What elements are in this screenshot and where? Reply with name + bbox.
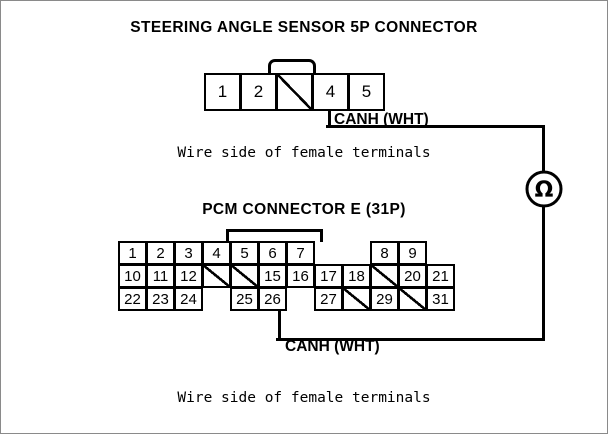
pcm-pin-cell-10: 10 xyxy=(118,264,147,288)
pcm-pin-cell-2: 2 xyxy=(146,241,175,265)
pcm-connector-caption: Wire side of female terminals xyxy=(177,390,431,406)
pcm-pin-cell-29: 29 xyxy=(370,287,399,311)
connector-latch-icon xyxy=(268,59,316,74)
pcm-wire-label-canh: CANH (WHT) xyxy=(285,338,380,355)
sensor-pin-cell-2: 2 xyxy=(240,73,277,111)
sensor-pin-cell-3-unused xyxy=(276,73,313,111)
pcm-pin-cell-6: 6 xyxy=(258,241,287,265)
pcm-pin-cell-31: 31 xyxy=(426,287,455,311)
pcm-pin-cell-17: 17 xyxy=(314,264,343,288)
sensor-wire-label-canh: CANH (WHT) xyxy=(334,111,429,128)
pcm-pin-cell-23: 23 xyxy=(146,287,175,311)
pcm-pin-cell-21: 21 xyxy=(426,264,455,288)
pcm-connector-title: PCM CONNECTOR E (31P) xyxy=(202,201,406,218)
sensor-pin-cell-1: 1 xyxy=(204,73,241,111)
pcm-pin-cell-16: 16 xyxy=(286,264,315,288)
pcm-pin-cell-8: 8 xyxy=(370,241,399,265)
sensor-wire-vertical-from-pin-4 xyxy=(328,109,331,127)
pcm-connector-latch-icon xyxy=(226,229,323,242)
pcm-pin-cell-27: 27 xyxy=(314,287,343,311)
pcm-pin-cell-1: 1 xyxy=(118,241,147,265)
pcm-pin-cell-30-unused xyxy=(398,287,427,311)
meter-wire-top xyxy=(542,125,545,172)
pcm-pin-cell-3: 3 xyxy=(174,241,203,265)
pcm-pin-cell-14-unused xyxy=(230,264,259,288)
pcm-wire-horizontal-to-meter xyxy=(276,338,544,341)
pcm-pin-cell-28-unused xyxy=(342,287,371,311)
pcm-wire-vertical-from-pin-26 xyxy=(278,309,281,339)
pcm-pin-cell-15: 15 xyxy=(258,264,287,288)
pcm-pin-cell-13-unused xyxy=(202,264,231,288)
pcm-pin-cell-4: 4 xyxy=(202,241,231,265)
sensor-connector-caption: Wire side of female terminals xyxy=(177,145,431,161)
pcm-pin-cell-25: 25 xyxy=(230,287,259,311)
pcm-pin-cell-11: 11 xyxy=(146,264,175,288)
pcm-pin-cell-7: 7 xyxy=(286,241,315,265)
sensor-wire-horizontal-to-meter xyxy=(326,125,545,128)
pcm-pin-cell-24: 24 xyxy=(174,287,203,311)
pcm-pin-cell-18: 18 xyxy=(342,264,371,288)
sensor-connector-title: STEERING ANGLE SENSOR 5P CONNECTOR xyxy=(130,19,478,36)
pcm-pin-cell-22: 22 xyxy=(118,287,147,311)
pcm-pin-cell-19-unused xyxy=(370,264,399,288)
pcm-pin-cell-20: 20 xyxy=(398,264,427,288)
pcm-pin-cell-26: 26 xyxy=(258,287,287,311)
pcm-pin-cell-5: 5 xyxy=(230,241,259,265)
pcm-pin-cell-9: 9 xyxy=(398,241,427,265)
sensor-pin-cell-4: 4 xyxy=(312,73,349,111)
ohm-glyph: Ω xyxy=(535,178,554,203)
meter-wire-bottom xyxy=(542,206,545,341)
sensor-pin-cell-5: 5 xyxy=(348,73,385,111)
pcm-pin-cell-12: 12 xyxy=(174,264,203,288)
